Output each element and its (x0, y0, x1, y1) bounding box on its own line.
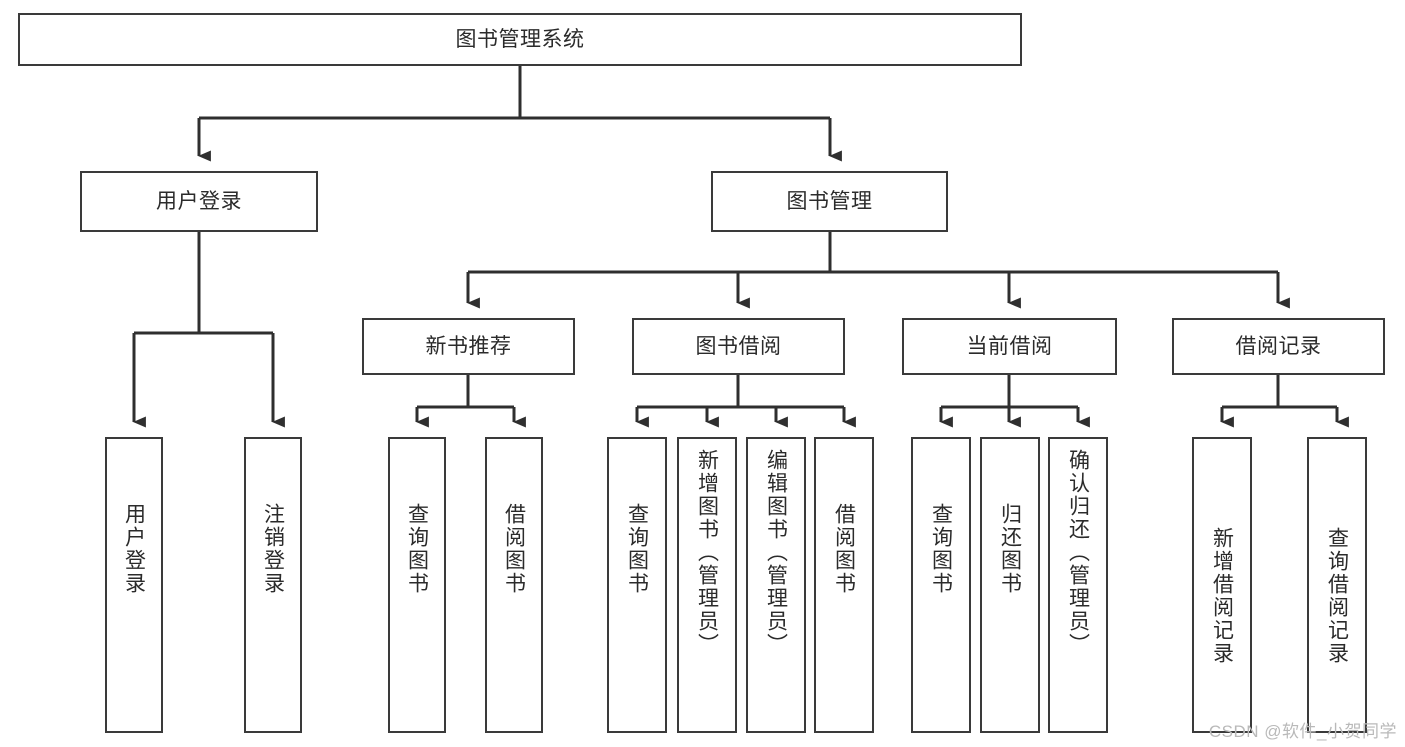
node-book-borrow-label: 图书借阅 (695, 334, 782, 358)
node-user-login[interactable]: 用户登录 (80, 171, 318, 232)
node-borrow-record[interactable]: 借阅记录 (1172, 318, 1385, 375)
node-leaf-user-login-label: 用户登录 (122, 503, 146, 595)
node-user-login-label: 用户登录 (156, 189, 242, 213)
node-book-borrow[interactable]: 图书借阅 (632, 318, 845, 375)
node-leaf-borrow-book-1-label: 借阅图书 (502, 503, 526, 595)
node-leaf-user-logout[interactable]: 注销登录 (244, 437, 302, 733)
node-leaf-add-book-label: 新增图书（管理员） (695, 449, 719, 656)
node-book-management-label: 图书管理 (786, 189, 873, 213)
node-leaf-query-record[interactable]: 查询借阅记录 (1307, 437, 1367, 733)
csdn-watermark: CSDN @软件_小贺同学 (1208, 722, 1397, 741)
node-current-borrow-label: 当前借阅 (966, 334, 1053, 358)
node-leaf-user-login[interactable]: 用户登录 (105, 437, 163, 733)
node-leaf-query-book-3[interactable]: 查询图书 (911, 437, 971, 733)
node-leaf-return-book-label: 归还图书 (998, 503, 1022, 595)
node-new-book-recommend-label: 新书推荐 (425, 334, 512, 358)
node-leaf-user-logout-label: 注销登录 (261, 503, 285, 595)
node-leaf-borrow-book-2[interactable]: 借阅图书 (814, 437, 874, 733)
node-borrow-record-label: 借阅记录 (1235, 334, 1322, 358)
node-leaf-confirm-return-label: 确认归还（管理员） (1066, 449, 1090, 656)
node-new-book-recommend[interactable]: 新书推荐 (362, 318, 575, 375)
node-leaf-add-record[interactable]: 新增借阅记录 (1192, 437, 1252, 733)
node-leaf-edit-book[interactable]: 编辑图书（管理员） (746, 437, 806, 733)
node-leaf-query-record-label: 查询借阅记录 (1325, 527, 1349, 665)
node-book-management[interactable]: 图书管理 (711, 171, 948, 232)
node-root[interactable]: 图书管理系统 (18, 13, 1022, 66)
node-leaf-query-book-1-label: 查询图书 (405, 503, 429, 595)
node-root-label: 图书管理系统 (455, 27, 585, 51)
node-leaf-edit-book-label: 编辑图书（管理员） (764, 449, 788, 656)
node-current-borrow[interactable]: 当前借阅 (902, 318, 1117, 375)
node-leaf-query-book-3-label: 查询图书 (929, 503, 953, 595)
node-leaf-query-book-2[interactable]: 查询图书 (607, 437, 667, 733)
node-leaf-return-book[interactable]: 归还图书 (980, 437, 1040, 733)
node-leaf-add-record-label: 新增借阅记录 (1210, 527, 1234, 665)
node-leaf-add-book[interactable]: 新增图书（管理员） (677, 437, 737, 733)
node-leaf-query-book-1[interactable]: 查询图书 (388, 437, 446, 733)
node-leaf-borrow-book-2-label: 借阅图书 (832, 503, 856, 595)
node-leaf-confirm-return[interactable]: 确认归还（管理员） (1048, 437, 1108, 733)
node-leaf-borrow-book-1[interactable]: 借阅图书 (485, 437, 543, 733)
node-leaf-query-book-2-label: 查询图书 (625, 503, 649, 595)
